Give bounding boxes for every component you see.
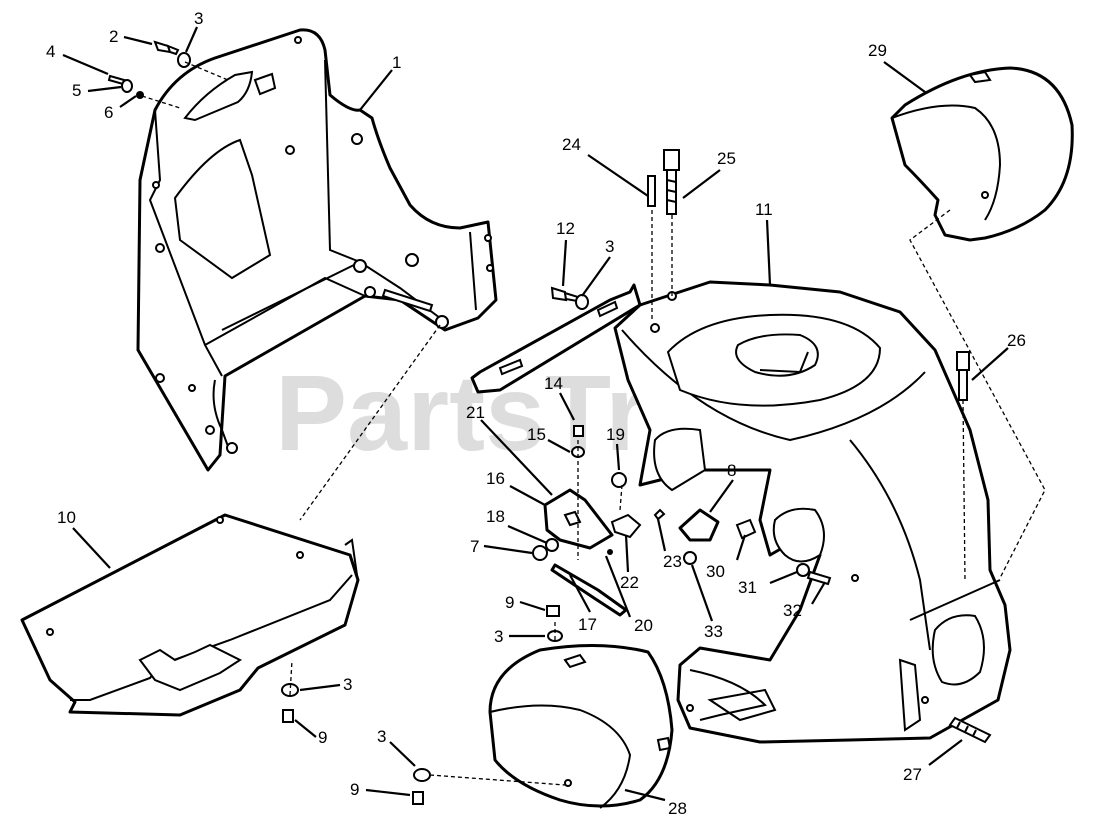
- part-10-base-plate: [20, 513, 360, 717]
- callout-4: 4: [46, 42, 55, 61]
- callout-14: 14: [544, 374, 563, 393]
- callout-17: 17: [578, 615, 597, 634]
- callout-23: 23: [663, 552, 682, 571]
- callout-3: 3: [343, 675, 352, 694]
- callout-33: 33: [704, 622, 723, 641]
- callout-19: 19: [606, 425, 625, 444]
- callout-12: 12: [556, 219, 575, 238]
- callout-32: 32: [783, 601, 802, 620]
- callout-5: 5: [72, 81, 81, 100]
- callout-28: 28: [668, 799, 687, 818]
- part-28-lower-sleeve: [488, 643, 674, 809]
- callout-11: 11: [755, 200, 773, 219]
- alignment-lines: [141, 61, 1046, 786]
- callout-3: 3: [194, 9, 203, 28]
- callout-9: 9: [350, 780, 359, 799]
- hardware-group: [107, 40, 832, 805]
- callout-1: 1: [392, 53, 401, 72]
- callout-8: 8: [727, 461, 736, 480]
- callout-2: 2: [109, 27, 118, 46]
- part-1-mounting-bracket: [136, 28, 498, 472]
- part-29-chute-sleeve: [890, 66, 1074, 242]
- callout-22: 22: [620, 573, 639, 592]
- part-20-rod: [550, 563, 628, 617]
- part-11-chute-housing: [613, 280, 1012, 744]
- callout-9: 9: [318, 728, 327, 747]
- callout-26: 26: [1007, 331, 1026, 350]
- callout-10: 10: [57, 508, 76, 527]
- callout-31: 31: [738, 578, 757, 597]
- leader-lines: [62, 26, 1009, 802]
- callout-3: 3: [494, 627, 503, 646]
- callout-25: 25: [717, 149, 736, 168]
- part-25-bolt: [663, 149, 680, 215]
- callout-9: 9: [505, 593, 514, 612]
- callout-29: 29: [868, 41, 887, 60]
- callout-21: 21: [466, 403, 485, 422]
- part-12-strap-bracket: [470, 283, 642, 394]
- callout-7: 7: [470, 537, 479, 556]
- callout-18: 18: [486, 507, 505, 526]
- part-27-set-screw: [948, 716, 992, 744]
- callout-27: 27: [903, 765, 922, 784]
- callout-30: 30: [706, 562, 725, 581]
- callout-3: 3: [605, 237, 614, 256]
- callout-24: 24: [562, 135, 581, 154]
- callout-20: 20: [634, 616, 653, 635]
- part-24-pin: [647, 175, 656, 207]
- callout-16: 16: [486, 469, 505, 488]
- callout-3: 3: [377, 727, 386, 746]
- callout-labels: 2 3 4 5 6 1 10 3 9 3 9 12 3 24 25 11 14 …: [46, 9, 1026, 818]
- callout-6: 6: [104, 103, 113, 122]
- callout-15: 15: [527, 425, 546, 444]
- part-26-bolt: [956, 351, 970, 401]
